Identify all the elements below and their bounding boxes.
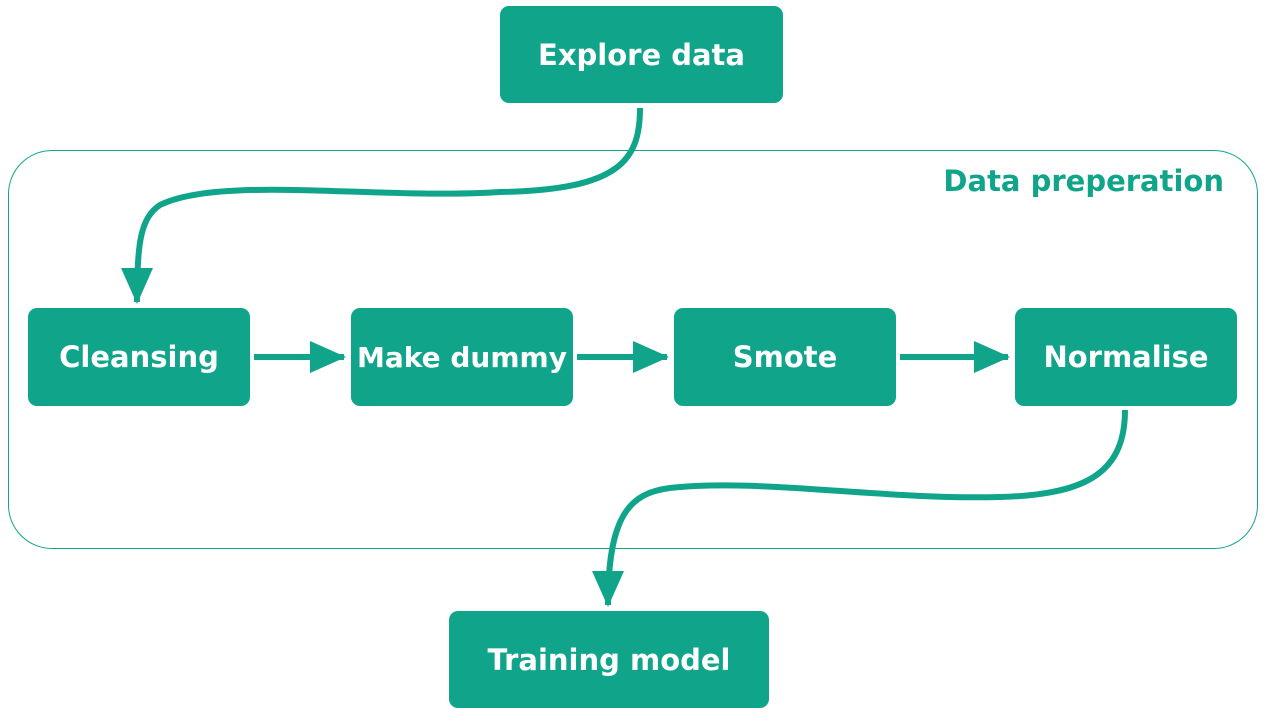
node-make-dummy: Make dummy bbox=[351, 308, 573, 406]
node-cleansing: Cleansing bbox=[28, 308, 250, 406]
group-label: Data preperation bbox=[943, 164, 1224, 198]
node-normalise: Normalise bbox=[1015, 308, 1237, 406]
node-explore-data: Explore data bbox=[500, 6, 783, 103]
node-training-model: Training model bbox=[449, 611, 769, 708]
node-smote: Smote bbox=[674, 308, 896, 406]
